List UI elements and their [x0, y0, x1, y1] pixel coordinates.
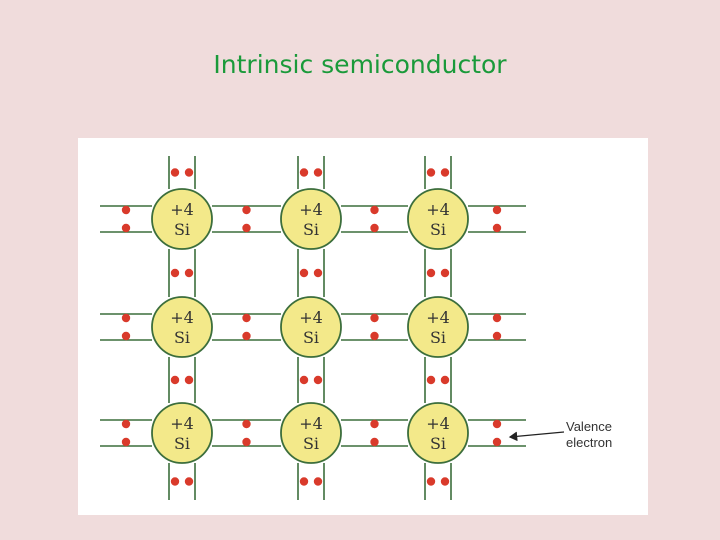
- valence-electron: [492, 205, 502, 215]
- valence-electron: [242, 205, 251, 215]
- valence-electron: [492, 313, 502, 323]
- bond-vertical: [297, 249, 325, 297]
- atom-symbol-label: Si: [303, 434, 319, 453]
- valence-electron: [370, 331, 379, 341]
- bond-vertical: [168, 357, 196, 403]
- atom-symbol-label: Si: [174, 434, 190, 453]
- annotation-label-line2: electron: [566, 435, 612, 450]
- atom-charge-label: +4: [299, 200, 323, 219]
- atom-symbol-label: Si: [430, 434, 446, 453]
- valence-electron: [492, 437, 502, 447]
- valence-electron: [121, 419, 131, 429]
- silicon-atom: +4Si: [280, 188, 342, 250]
- silicon-atom: +4Si: [151, 188, 213, 250]
- valence-electron: [242, 313, 251, 323]
- atom-charge-label: +4: [299, 414, 323, 433]
- bond-top-edge: [297, 156, 325, 189]
- valence-electron: [370, 419, 379, 429]
- valence-electron: [370, 437, 379, 447]
- valence-electron: [313, 375, 323, 385]
- atom-symbol-label: Si: [174, 328, 190, 347]
- bond-vertical: [168, 249, 196, 297]
- atom-symbol-label: Si: [174, 220, 190, 239]
- silicon-atom: +4Si: [407, 188, 469, 250]
- valence-electron: [313, 168, 323, 177]
- bond-top-edge: [168, 156, 196, 189]
- valence-electron: [184, 268, 194, 278]
- silicon-atom: +4Si: [151, 402, 213, 464]
- atom-charge-label: +4: [426, 414, 450, 433]
- valence-electron: [313, 477, 323, 486]
- valence-electron: [184, 375, 194, 385]
- silicon-atom: +4Si: [407, 296, 469, 358]
- bond-vertical: [297, 357, 325, 403]
- valence-electron: [426, 477, 436, 486]
- silicon-atom: +4Si: [280, 296, 342, 358]
- valence-electron: [440, 477, 450, 486]
- valence-electron: [299, 268, 309, 278]
- bond-top-edge: [424, 156, 452, 189]
- atom-symbol-label: Si: [303, 220, 319, 239]
- atom-charge-label: +4: [426, 200, 450, 219]
- valence-electron: [492, 419, 502, 429]
- valence-electron: [313, 268, 323, 278]
- valence-electron: [121, 437, 131, 447]
- valence-electron: [299, 168, 309, 177]
- valence-electron: [299, 375, 309, 385]
- valence-electron: [440, 268, 450, 278]
- valence-electron: [170, 268, 180, 278]
- atom-charge-label: +4: [170, 308, 194, 327]
- bond-bottom-edge: [297, 463, 325, 500]
- valence-electron: [170, 168, 180, 177]
- atoms-layer: +4Si+4Si+4Si+4Si+4Si+4Si+4Si+4Si+4Si: [151, 188, 469, 464]
- valence-electron: [170, 477, 180, 486]
- valence-electron: [170, 375, 180, 385]
- valence-electron: [370, 313, 379, 323]
- electrons-layer: [121, 168, 502, 486]
- bond-bottom-edge: [168, 463, 196, 500]
- annotation-arrow: [508, 431, 565, 442]
- valence-electron: [426, 268, 436, 278]
- valence-electron: [299, 477, 309, 486]
- silicon-atom: +4Si: [151, 296, 213, 358]
- valence-electron: [121, 313, 131, 323]
- atom-symbol-label: Si: [430, 220, 446, 239]
- valence-electron: [370, 205, 379, 215]
- annotation-label-line1: Valence: [566, 419, 612, 434]
- valence-electron: [121, 223, 131, 233]
- atom-charge-label: +4: [426, 308, 450, 327]
- valence-electron: [440, 168, 450, 177]
- valence-electron: [370, 223, 379, 233]
- bond-vertical: [424, 249, 452, 297]
- atom-charge-label: +4: [170, 414, 194, 433]
- valence-electron: [426, 375, 436, 385]
- atom-charge-label: +4: [170, 200, 194, 219]
- atom-symbol-label: Si: [430, 328, 446, 347]
- valence-electron: [242, 419, 251, 429]
- lattice-diagram: +4Si+4Si+4Si+4Si+4Si+4Si+4Si+4Si+4Si Val…: [100, 156, 612, 500]
- valence-electron: [426, 168, 436, 177]
- valence-electron: [242, 437, 251, 447]
- bond-bottom-edge: [424, 463, 452, 500]
- valence-electron: [440, 375, 450, 385]
- silicon-atom: +4Si: [407, 402, 469, 464]
- bond-vertical: [424, 357, 452, 403]
- valence-electron: [121, 205, 131, 215]
- page-title: Intrinsic semiconductor: [213, 50, 507, 79]
- valence-electron: [492, 223, 502, 233]
- valence-electron: [121, 331, 131, 341]
- valence-electron: [184, 168, 194, 177]
- valence-electron: [492, 331, 502, 341]
- valence-electron: [242, 223, 251, 233]
- valence-electron: [184, 477, 194, 486]
- atom-charge-label: +4: [299, 308, 323, 327]
- silicon-atom: +4Si: [280, 402, 342, 464]
- atom-symbol-label: Si: [303, 328, 319, 347]
- valence-electron: [242, 331, 251, 341]
- valence-electron-annotation: Valence electron: [508, 419, 612, 450]
